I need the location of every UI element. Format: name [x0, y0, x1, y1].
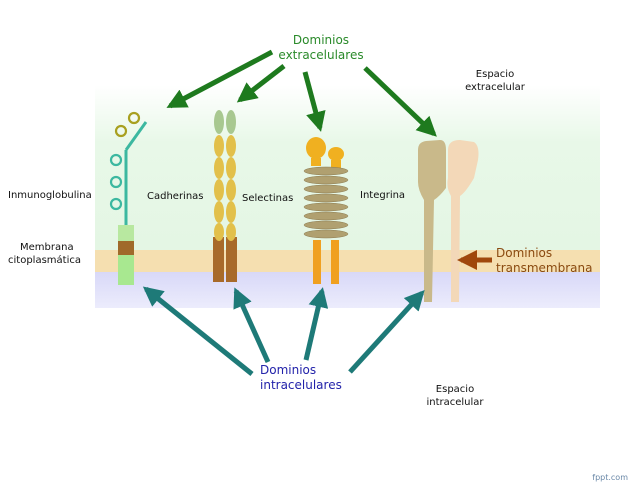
- intracellular-arrows: [142, 286, 425, 376]
- cadherins-protein: [213, 110, 237, 282]
- selectins-label: Selectinas: [242, 193, 294, 204]
- intracellular-space-line2: intracelular: [426, 397, 484, 408]
- selectins-protein: [303, 137, 349, 284]
- intracellular-domains-line2: intracelulares: [260, 378, 342, 392]
- integrin-label: Integrina: [360, 190, 406, 201]
- watermark: fppt.com: [592, 473, 628, 482]
- immunoglobulin-label: Inmunoglobulina: [8, 190, 92, 201]
- extracellular-domains-line2: extracelulares: [278, 48, 364, 62]
- intracellular-space-line1: Espacio: [435, 384, 475, 395]
- intracellular-domains-line1: Dominios: [260, 363, 317, 377]
- membrane-label: Membrana citoplasmática: [8, 241, 81, 267]
- intracellular-domains-label: Dominios intracelulares: [260, 363, 342, 393]
- intracellular-band: [95, 272, 600, 308]
- extracellular-space-line2: extracelular: [465, 82, 525, 93]
- immunoglobulin-protein: [109, 111, 148, 285]
- integrin-protein: [418, 140, 479, 302]
- extracellular-arrows: [166, 49, 437, 137]
- extracellular-domains-line1: Dominios: [292, 33, 350, 47]
- transmembrane-domains-line2: transmembrana: [496, 261, 593, 275]
- membrane-label-line2: citoplasmática: [8, 255, 81, 266]
- extracellular-band: [95, 85, 600, 250]
- transmembrane-domains-label: Dominios transmembrana: [496, 246, 592, 276]
- transmembrane-domains-line1: Dominios: [496, 246, 553, 260]
- cadherins-label: Cadherinas: [147, 191, 204, 202]
- extracellular-domains-label: Dominios extracelulares: [262, 33, 380, 63]
- extracellular-space-label: Espacio extracelular: [450, 68, 540, 94]
- membrane-label-line1: Membrana: [20, 242, 74, 253]
- intracellular-space-label: Espacio intracelular: [410, 383, 500, 409]
- extracellular-space-line1: Espacio: [475, 69, 515, 80]
